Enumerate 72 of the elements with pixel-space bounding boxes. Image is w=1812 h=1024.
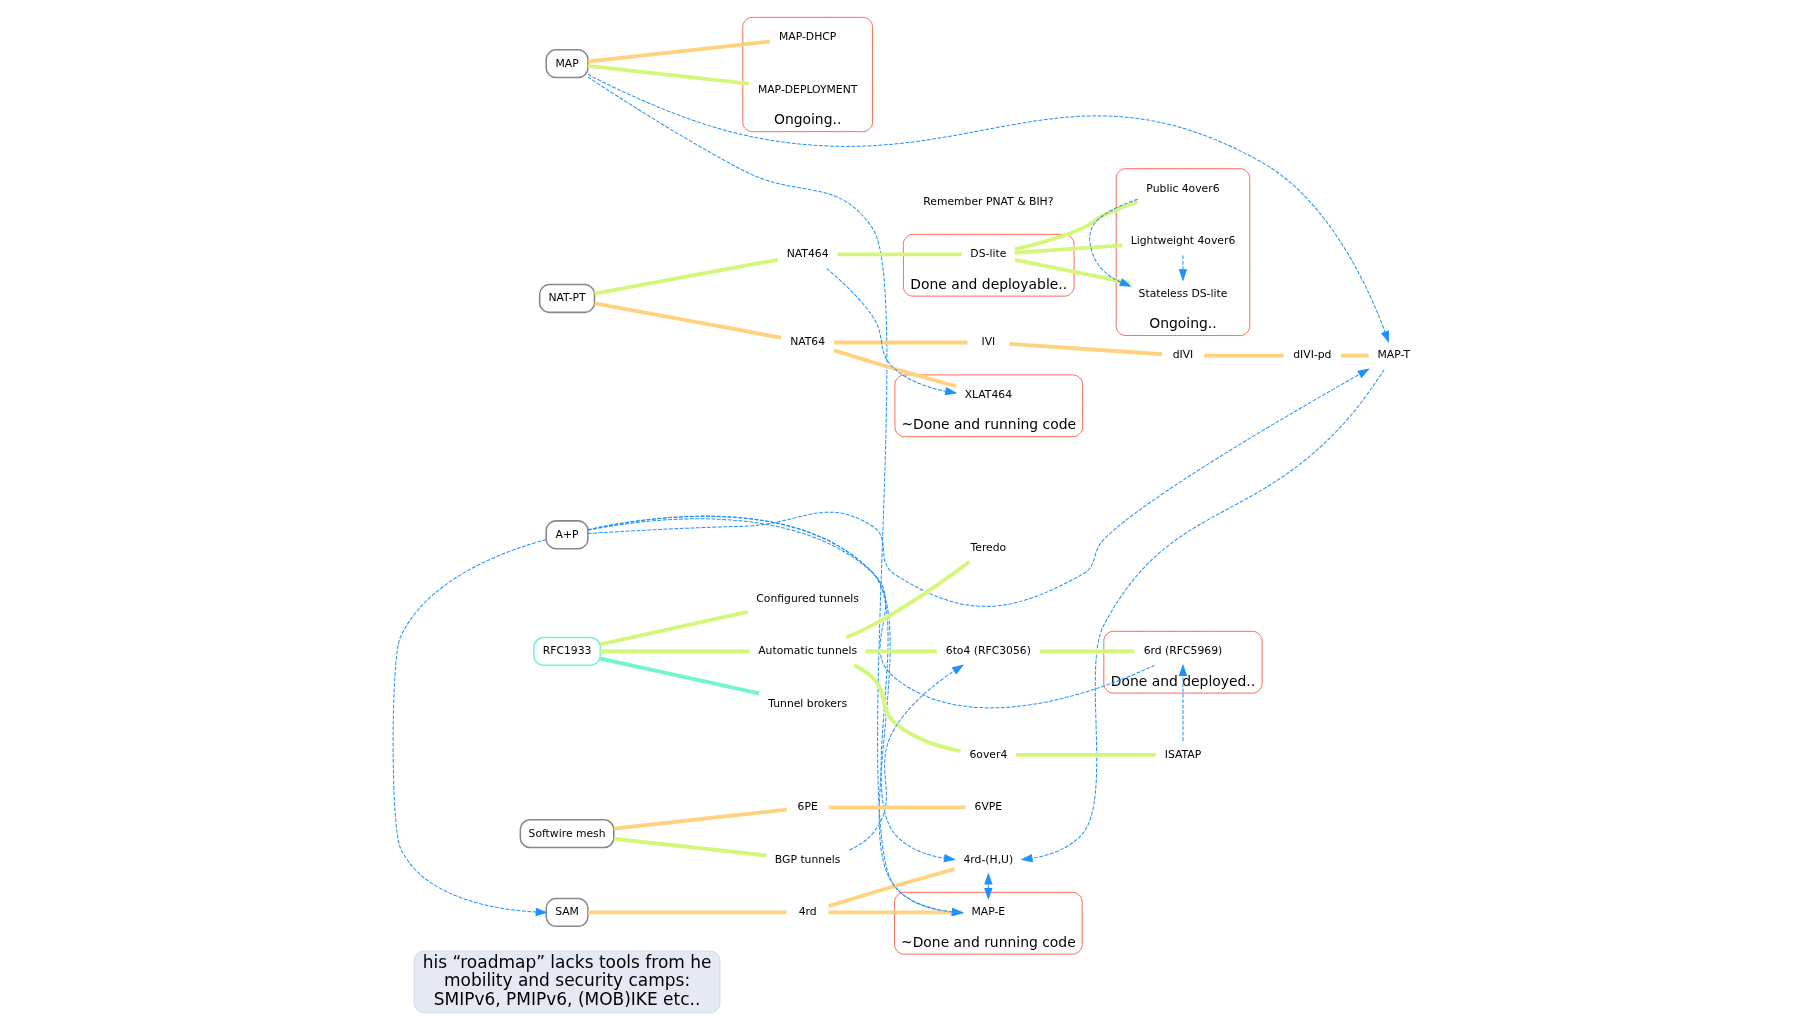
- connector: [599, 656, 760, 696]
- connector: [834, 340, 968, 345]
- connector: [1204, 353, 1284, 358]
- node-text: MAP-E: [971, 905, 1006, 919]
- connector: [600, 649, 750, 654]
- connector: [587, 64, 750, 86]
- arrow: [848, 664, 964, 851]
- node-text: NAT64: [790, 335, 826, 349]
- node-text: Public 4over6: [1146, 181, 1220, 195]
- node-box: A+P: [545, 520, 589, 550]
- node-box: Softwire mesh: [519, 819, 615, 849]
- node-text: NAT464: [786, 247, 829, 261]
- node-box: his “roadmap” lacks tools from he mobility and security camps: SMIPv6, PMIPv6, (MOB)IKE etc..: [413, 950, 721, 1014]
- connector: [594, 301, 782, 340]
- arrow: [984, 873, 993, 899]
- connector: [1341, 353, 1369, 358]
- node-text: MAP-T: [1377, 348, 1411, 362]
- connector: [1009, 341, 1162, 357]
- arrow: [1089, 198, 1139, 287]
- connector: [594, 257, 779, 296]
- arrow: [587, 74, 1389, 343]
- node-text: Configured tunnels: [756, 591, 859, 605]
- node-text: 6to4 (RFC3056): [945, 644, 1031, 658]
- node-text: 6PE: [797, 800, 818, 814]
- connector: [1014, 199, 1139, 252]
- node-text: Stateless DS-lite: [1138, 286, 1228, 300]
- connector: [833, 348, 957, 389]
- node-text: Teredo: [970, 540, 1007, 554]
- arrow: [1178, 255, 1187, 281]
- node-text: 4rd-(H,U): [963, 852, 1014, 866]
- connector: [587, 518, 1156, 709]
- arrow: [826, 268, 957, 396]
- connector: [853, 663, 962, 754]
- connector: [1016, 752, 1156, 757]
- arrow: [1021, 369, 1385, 863]
- node-text: 6VPE: [974, 800, 1003, 814]
- connector: [1014, 243, 1123, 255]
- node-text: 6rd (RFC5969): [1143, 644, 1223, 658]
- node-text: ISATAP: [1164, 747, 1202, 761]
- connector: [828, 805, 966, 810]
- arrow: [587, 368, 1369, 607]
- connector: [865, 649, 937, 654]
- node-text: Tunnel brokers: [768, 696, 848, 710]
- connector: [613, 836, 767, 858]
- connector: [613, 807, 787, 831]
- node-text: MAP-DEPLOYMENT: [757, 82, 858, 96]
- node-text: Automatic tunnels: [758, 644, 858, 658]
- label: Remember PNAT & BIH?: [923, 194, 1054, 208]
- connector: [828, 867, 956, 908]
- node-text: IVI: [981, 335, 996, 349]
- connector: [587, 39, 771, 64]
- node-box: RFC1933: [533, 636, 602, 667]
- connector: [837, 252, 962, 257]
- connector: [1014, 257, 1131, 286]
- node-text: Lightweight 4over6: [1130, 234, 1236, 248]
- connector: [599, 609, 749, 647]
- node-text: 4rd: [798, 905, 817, 919]
- arrow: [1178, 664, 1187, 742]
- node-box: NAT-PT: [538, 283, 596, 314]
- arrow: [392, 539, 547, 917]
- node-text: XLAT464: [964, 387, 1013, 401]
- connector: [588, 910, 787, 915]
- node-text: 6over4: [969, 747, 1008, 761]
- node-box: MAP: [545, 49, 589, 79]
- connector: [845, 560, 971, 640]
- node-box: SAM: [545, 897, 589, 928]
- node-text: MAP-DHCP: [778, 30, 837, 44]
- node-text: DS-lite: [970, 247, 1007, 261]
- connector: [1039, 649, 1135, 654]
- node-text: BGP tunnels: [774, 852, 841, 866]
- node-text: dIVI: [1172, 348, 1194, 362]
- node-text: dIVI-pd: [1293, 348, 1332, 362]
